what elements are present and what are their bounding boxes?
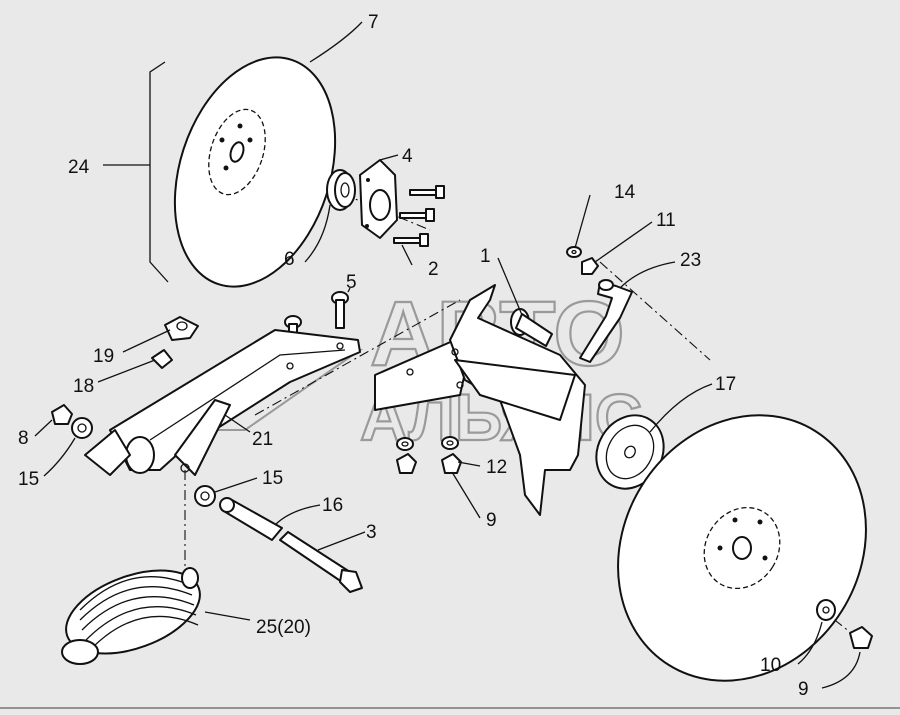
nut-11 [581,257,599,275]
callout-15-left: 15 [18,469,39,490]
nut-9-left [51,404,73,425]
frame-bracket-7 [374,284,586,516]
callout-18: 18 [73,376,94,397]
callout-11: 11 [656,210,676,231]
callout-9-right: 9 [798,679,809,700]
disc-lower [617,414,867,682]
callout-5: 5 [346,272,357,293]
callout-24: 24 [68,157,90,178]
callout-3: 3 [366,522,377,543]
callout-10: 10 [760,655,781,676]
callout-21: 21 [252,429,273,450]
disc-8 [173,56,337,288]
bolt-3 [279,531,363,593]
cap-19 [164,316,199,341]
callout-17: 17 [715,374,736,395]
bearing-6 [326,169,356,211]
bolts-2 [393,185,445,247]
callout-9-left: 8 [18,428,29,449]
callout-23: 23 [680,250,701,271]
callout-25-20: 25(20) [256,617,311,638]
spring-25 [61,567,201,665]
callout-2: 2 [428,259,439,280]
washers-12 [396,436,462,474]
callout-8: 7 [368,12,379,33]
nut-9-right [849,626,873,649]
washer-10 [816,599,836,621]
bracket-24 [149,61,169,283]
callout-7: 9 [486,510,497,531]
leader-lines [34,21,861,689]
hub-4 [359,159,398,239]
callouts: 7 24 6 4 2 5 1 14 11 23 17 19 18 8 15 15… [18,12,809,700]
callout-15: 15 [262,468,283,489]
callout-14: 14 [614,182,636,203]
nipple-18 [151,349,173,369]
callout-6: 6 [284,249,295,270]
bushing-15-left [71,417,93,439]
callout-19: 19 [93,346,114,367]
arm-21 [84,329,361,476]
callout-1: 1 [480,246,491,267]
callout-4: 4 [402,146,413,167]
bushing-15 [194,485,216,507]
callout-16: 16 [322,495,343,516]
washer-14 [566,246,582,258]
callout-12: 12 [486,457,507,478]
scraper-arm-23 [579,279,633,363]
sleeve-16 [219,497,283,541]
